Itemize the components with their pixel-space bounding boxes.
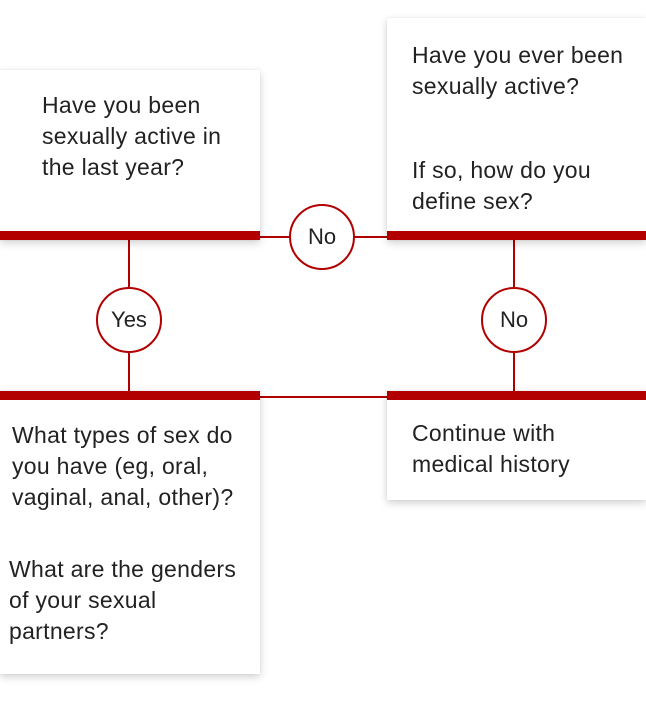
decision-no-right: No (481, 287, 547, 353)
question-text-partner-genders: What are the genders of your sexual part… (9, 556, 237, 644)
decision-no-right-label: No (499, 307, 529, 332)
connector-line-bottom (260, 396, 388, 398)
question-card-last-year: Have you been sexually active in the las… (0, 70, 260, 240)
question-text-define-sex: If so, how do you define sex? (412, 157, 591, 214)
question-text-types-of-sex: What types of sex do you have (eg, oral,… (12, 422, 234, 510)
decision-no-horizontal: No (289, 204, 355, 270)
question-text-last-year: Have you been sexually active in the las… (42, 92, 222, 180)
card-continue-history: Continue with medical history (387, 391, 646, 500)
text-continue-history: Continue with medical history (412, 420, 570, 477)
decision-no-horizontal-label: No (307, 224, 337, 249)
decision-yes-left-label: Yes (111, 307, 147, 332)
question-text-ever-active: Have you ever been sexually active? (412, 42, 624, 99)
question-card-ever-active: Have you ever been sexually active? If s… (387, 18, 646, 240)
question-card-types-of-sex: What types of sex do you have (eg, oral,… (0, 391, 260, 674)
decision-yes-left: Yes (96, 287, 162, 353)
